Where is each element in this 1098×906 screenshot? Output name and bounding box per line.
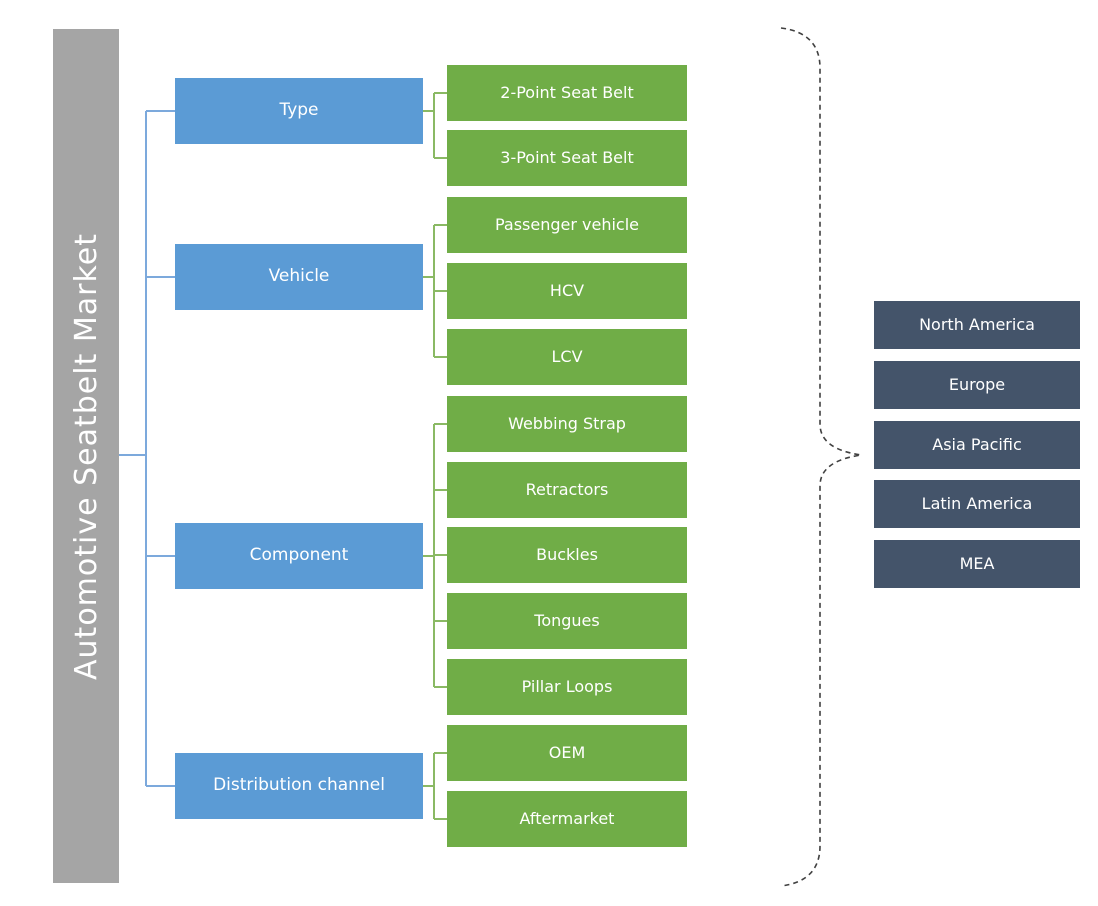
region-box-asia-pacific: Asia Pacific xyxy=(874,421,1080,469)
category-box-distribution-channel: Distribution channel xyxy=(175,753,423,819)
subitem-box-oem: OEM xyxy=(447,725,687,781)
subitem-box-lcv: LCV xyxy=(447,329,687,385)
region-box-north-america: North America xyxy=(874,301,1080,349)
curly-brace xyxy=(780,27,862,887)
subitem-label: LCV xyxy=(551,346,583,366)
root-title-bar: Automotive Seatbelt Market xyxy=(53,29,119,883)
subitem-box-retractors: Retractors xyxy=(447,462,687,518)
subitem-label: HCV xyxy=(549,280,585,300)
subitem-box-2-point-seat-belt: 2-Point Seat Belt xyxy=(447,65,687,121)
subitem-label: Pillar Loops xyxy=(521,676,613,696)
subitem-label: Webbing Strap xyxy=(508,413,626,433)
subitem-label: 2-Point Seat Belt xyxy=(500,82,634,102)
subitem-label: Retractors xyxy=(525,479,609,499)
subitem-label: 3-Point Seat Belt xyxy=(500,147,634,167)
diagram-title: Automotive Seatbelt Market xyxy=(68,232,104,680)
subitem-box-passenger-vehicle: Passenger vehicle xyxy=(447,197,687,253)
category-label: Distribution channel xyxy=(213,775,385,796)
subitem-box-aftermarket: Aftermarket xyxy=(447,791,687,847)
blue-connectors xyxy=(119,110,175,787)
subitem-box-webbing-strap: Webbing Strap xyxy=(447,396,687,452)
category-label: Vehicle xyxy=(268,266,330,287)
region-label: MEA xyxy=(959,553,995,573)
region-label: Asia Pacific xyxy=(932,434,1022,454)
region-label: Latin America xyxy=(921,493,1033,513)
category-label: Type xyxy=(279,100,319,121)
subitem-label: OEM xyxy=(548,742,586,762)
category-box-vehicle: Vehicle xyxy=(175,244,423,310)
category-box-component: Component xyxy=(175,523,423,589)
green-connectors xyxy=(423,92,447,820)
region-box-latin-america: Latin America xyxy=(874,480,1080,528)
subitem-box-pillar-loops: Pillar Loops xyxy=(447,659,687,715)
region-box-mea: MEA xyxy=(874,540,1080,588)
subitem-box-hcv: HCV xyxy=(447,263,687,319)
region-label: Europe xyxy=(948,374,1006,394)
subitem-box-buckles: Buckles xyxy=(447,527,687,583)
subitem-label: Passenger vehicle xyxy=(494,214,640,234)
region-label: North America xyxy=(919,314,1035,334)
category-label: Component xyxy=(249,545,349,566)
subitem-label: Tongues xyxy=(534,610,600,630)
subitem-box-tongues: Tongues xyxy=(447,593,687,649)
region-box-europe: Europe xyxy=(874,361,1080,409)
subitem-box-3-point-seat-belt: 3-Point Seat Belt xyxy=(447,130,687,186)
category-box-type: Type xyxy=(175,78,423,144)
subitem-label: Buckles xyxy=(536,544,598,564)
subitem-label: Aftermarket xyxy=(519,808,615,828)
